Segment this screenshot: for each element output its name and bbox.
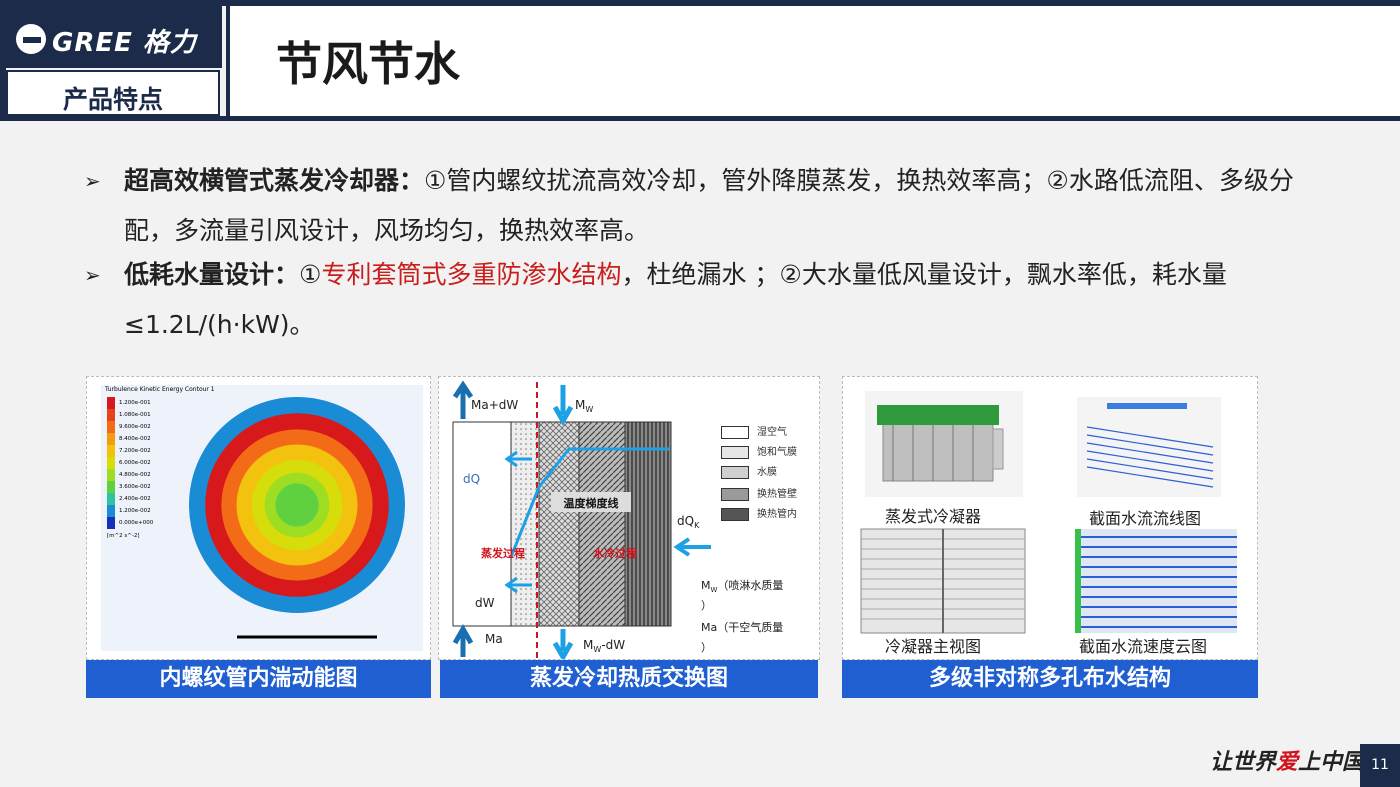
water-distribution-panel: 蒸发式冷凝器 截面水流流线图 冷凝器主视图 截面水流速度云图 [842,376,1258,660]
legend-title: Turbulence Kinetic Energy Contour 1 [104,386,215,393]
gradient-label: 温度梯度线 [564,496,619,510]
section-text: 产品特点 [62,85,163,114]
top-frame [0,0,1400,6]
bullet-arrow-icon: ➢ [84,263,101,287]
caption-velocity-contour: 截面水流速度云图 [1079,637,1208,656]
legend-value: 1.200e-001 [119,400,151,406]
bullet-text: ，杜绝漏水 ；②大水量低风量设计，飘水率低，耗水量≤1.2L/(h·kW)。 [124,260,1227,339]
turbulence-panel: Turbulence Kinetic Energy Contour 1 1.200… [86,376,431,660]
legend-tube-wall: 换热管壁 [721,485,797,501]
ma-dw-label: Ma+dW [471,398,518,412]
svg-text:）: ） [701,599,712,612]
legend-value: 0.000e+000 [119,520,154,526]
header-divider [0,116,1400,121]
legend-value: 1.200e-002 [119,508,151,514]
bullet-heading: 低耗水量设计： [124,260,300,289]
page-number: 11 [1360,744,1400,787]
svg-text:MW-dW: MW-dW [583,638,625,654]
page-title: 节风节水 [276,37,460,91]
legend-swatch [107,397,115,409]
heat-mass-panel: 温度梯度线 蒸发过程 水冷过程 Ma+dW MW dQ dQK dW Ma MW… [438,376,820,663]
water-distribution-images [860,391,1237,634]
bullet-body: 低耗水量设计：①专利套筒式多重防渗水结构，杜绝漏水 ；②大水量低风量设计，飘水率… [124,250,1334,350]
legend-swatch [107,409,115,421]
brand-logo: GREE 格力 [6,6,222,68]
legend-saturated-film: 饱和气膜 [721,443,797,459]
logo-text: GREE 格力 [52,28,197,58]
legend-value: 9.600e-002 [119,424,151,430]
legend-value: 7.200e-002 [119,448,151,454]
bullet-highlight: 专利套筒式多重防渗水结构 [321,260,622,289]
legend-swatch [107,505,115,517]
svg-text:Ma（干空气质量: Ma（干空气质量 [701,620,783,634]
water-cooling-label: 水冷过程 [593,546,637,560]
legend-unit: [m^2 s^-2] [107,533,139,539]
caption-turbulence: 内螺纹管内湍动能图 [86,660,431,698]
bullet-arrow-icon: ➢ [84,169,101,193]
header-bar: 节风节水 [226,6,1400,116]
gree-logo-icon [16,24,46,54]
svg-text:MW: MW [575,398,593,414]
svg-text:）: ） [701,641,712,654]
legend-swatch [107,517,115,529]
legend-value: 3.600e-002 [119,484,151,490]
bullet-text: ①管内螺纹扰流高效冷却，管外降膜蒸发，换热效率高；②水路低流阻、多级分配，多流量… [124,166,1294,245]
contour-ring [275,483,319,527]
legend-value: 2.400e-002 [119,496,151,502]
svg-text:MW（喷淋水质量: MW（喷淋水质量 [701,579,783,594]
legend-swatch [107,493,115,505]
legend-swatch [107,433,115,445]
caption-streamline: 截面水流流线图 [1089,509,1202,528]
legend-value: 6.000e-002 [119,460,151,466]
legend-swatch [107,469,115,481]
legend-value: 1.080e-001 [119,412,151,418]
evaporation-label: 蒸发过程 [481,546,525,560]
legend-swatch [107,457,115,469]
legend-swatch [107,445,115,457]
turbulence-contour-image: Turbulence Kinetic Energy Contour 1 1.200… [101,385,423,651]
caption-evaporative-condenser: 蒸发式冷凝器 [885,507,982,526]
legend-swatch [107,481,115,493]
bullet-body: 超高效横管式蒸发冷却器：①管内螺纹扰流高效冷却，管外降膜蒸发，换热效率高；②水路… [124,156,1334,256]
heat-mass-diagram: 温度梯度线 蒸发过程 水冷过程 Ma+dW MW dQ dQK dW Ma MW… [452,380,783,663]
legend-value: 4.800e-002 [119,472,151,478]
section-label: 产品特点 [6,70,220,116]
svg-text:dQK: dQK [677,514,700,530]
caption-condenser-front: 冷凝器主视图 [885,637,982,656]
legend-humid-air: 湿空气 [721,423,787,439]
dw-label: dW [475,596,495,610]
left-frame [0,0,6,120]
ma-label: Ma [485,632,503,646]
legend-tube-inner: 换热管内 [721,505,797,521]
legend-value: 8.400e-002 [119,436,151,442]
legend-water-film: 水膜 [721,463,777,479]
bullet-heading: 超高效横管式蒸发冷却器： [124,166,425,195]
legend-swatch [107,421,115,433]
bullet-prefix: ① [299,260,322,289]
caption-water-distribution: 多级非对称多孔布水结构 [842,660,1258,698]
dq-label: dQ [463,472,480,486]
caption-heat-mass: 蒸发冷却热质交换图 [440,660,818,698]
